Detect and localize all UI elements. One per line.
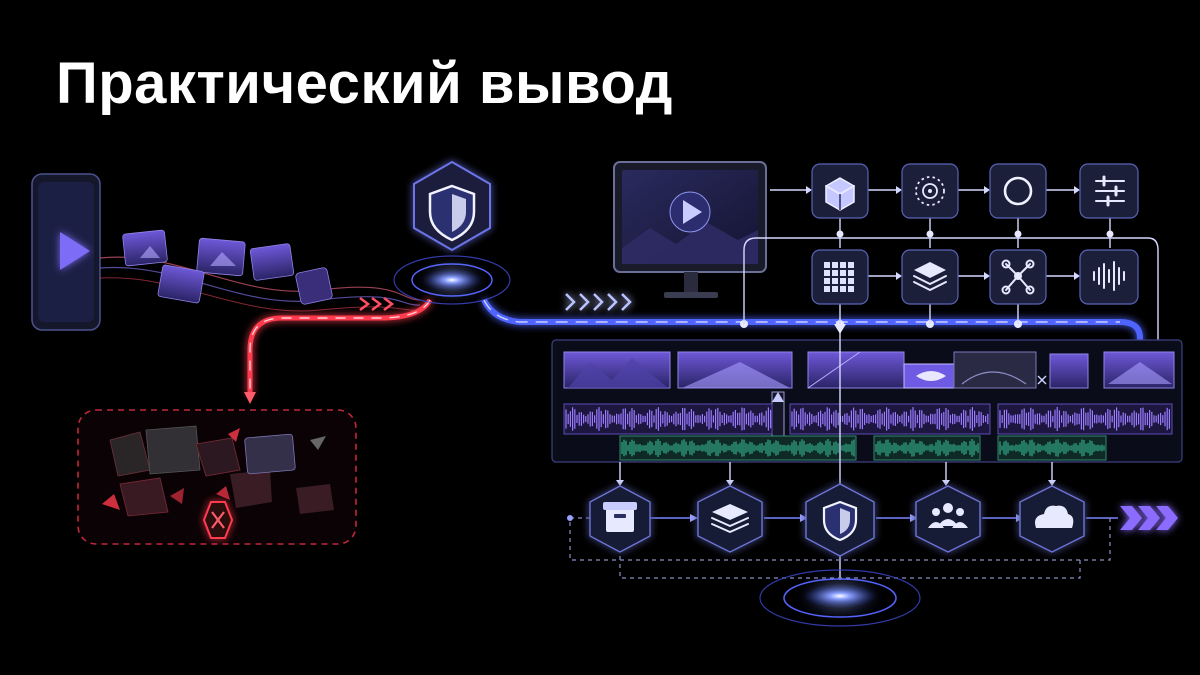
- hex-cloud: [1019, 485, 1085, 553]
- broken-fragments: [102, 425, 334, 517]
- cut-x-icon: [1037, 375, 1047, 385]
- users-group-icon: [928, 503, 968, 528]
- chevron-arrows-exit-icon: [1120, 506, 1178, 530]
- tile-grid: [811, 249, 869, 305]
- close-x-icon: [202, 501, 234, 539]
- tool-grid-connectors: [743, 186, 1159, 345]
- network-nodes-icon: [1001, 259, 1035, 295]
- cloud-icon: [1035, 505, 1074, 528]
- hex-users: [915, 485, 981, 553]
- video-clip: [1049, 353, 1089, 389]
- storage-box-icon: [603, 502, 637, 532]
- sliders-icon: [1095, 175, 1125, 207]
- media-thumbnails-stream: [99, 229, 421, 312]
- thumbnail: [295, 267, 333, 305]
- play-icon: [60, 232, 90, 270]
- tile-sliders: [1079, 163, 1139, 219]
- chevron-arrows-blue-icon: [565, 293, 632, 311]
- tile-cube: [811, 163, 869, 219]
- play-icon: [683, 200, 702, 224]
- source-phone: [31, 173, 101, 331]
- hex-row-connectors: [567, 514, 1118, 579]
- tile-circle: [989, 163, 1047, 219]
- audio-track-green: [619, 435, 1107, 461]
- video-track: [563, 351, 1175, 389]
- hex-layers: [697, 485, 763, 553]
- rejected-area: [77, 409, 357, 545]
- audio-track-purple: [563, 403, 1173, 435]
- video-clip: [807, 351, 905, 389]
- hex-storage: [589, 485, 651, 553]
- audio-wave-icon: [1093, 261, 1125, 291]
- thumbnail: [122, 229, 168, 267]
- tile-focus: [901, 163, 959, 219]
- output-pad: [759, 569, 921, 627]
- page-title: Практический вывод: [56, 51, 673, 116]
- tile-layers: [901, 249, 959, 305]
- focus-circle-icon: [915, 176, 945, 206]
- hex-shield: [805, 483, 875, 557]
- layers-icon: [913, 262, 947, 291]
- reject-path: [244, 297, 433, 404]
- circle-icon: [1003, 176, 1033, 206]
- gateway-shield: [393, 160, 511, 305]
- thumbnail: [249, 243, 295, 281]
- cube-icon: [825, 177, 855, 211]
- chevron-arrows-red-icon: [359, 297, 395, 311]
- thumbnail: [157, 264, 205, 304]
- timeline-panel: [551, 339, 1183, 463]
- tile-network: [989, 249, 1047, 305]
- grid-icon: [824, 262, 854, 292]
- panel-to-hex-connectors: [616, 462, 1056, 486]
- layers-icon: [711, 504, 749, 533]
- tile-audio: [1079, 249, 1139, 305]
- monitor: [613, 161, 767, 298]
